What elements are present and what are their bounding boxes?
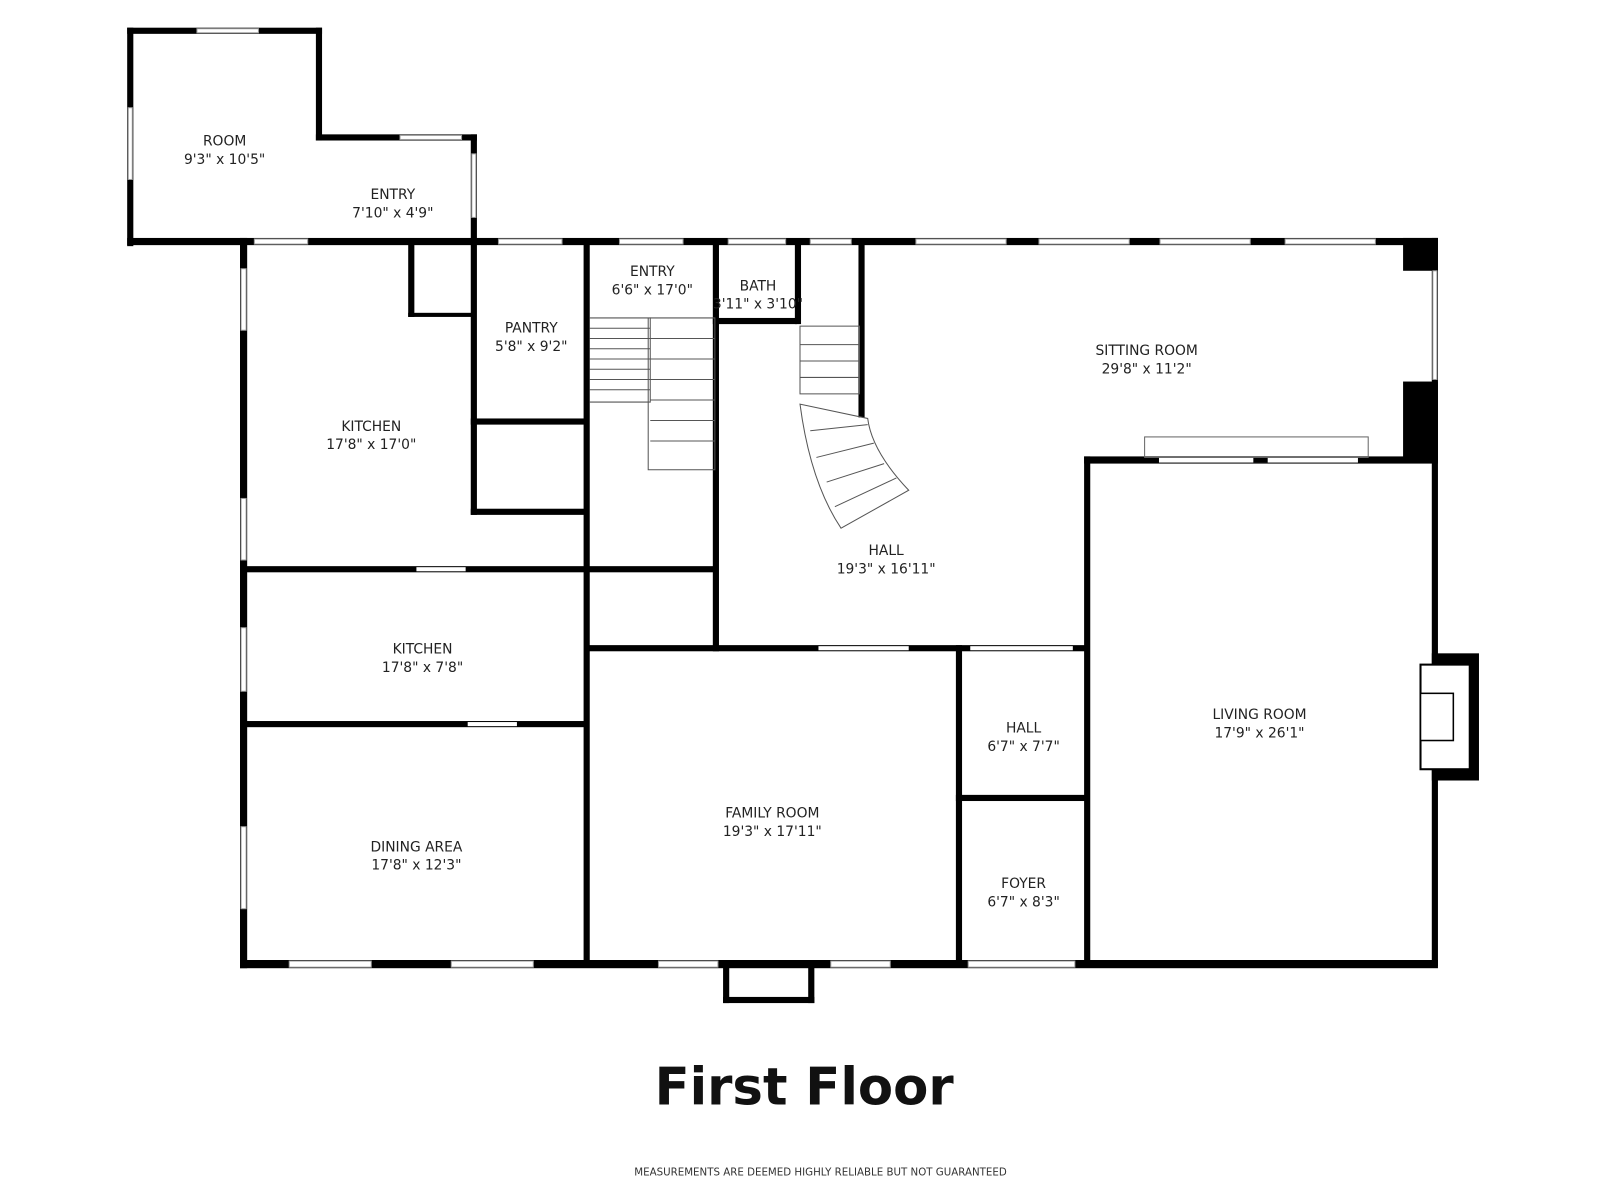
- room-size: 6'7" x 7'7": [987, 739, 1060, 755]
- room-name: BATH: [740, 278, 777, 294]
- room-size: 9'3" x 10'5": [184, 152, 265, 168]
- room-name: HALL: [1006, 720, 1042, 736]
- room-name: KITCHEN: [393, 641, 453, 657]
- room-size: 19'3" x 17'11": [723, 824, 822, 840]
- room-name: LIVING ROOM: [1212, 707, 1306, 723]
- floor-title: First Floor: [655, 1058, 955, 1118]
- room-size: 3'11" x 3'10": [713, 297, 803, 313]
- disclaimer: MEASUREMENTS ARE DEEMED HIGHLY RELIABLE …: [634, 1166, 1007, 1178]
- room-name: FOYER: [1001, 876, 1046, 892]
- room-name: FAMILY ROOM: [725, 805, 819, 821]
- room-name: ENTRY: [630, 264, 675, 280]
- room-size: 17'8" x 12'3": [371, 858, 461, 874]
- room-size: 5'8" x 9'2": [495, 339, 567, 355]
- room-size: 17'8" x 7'8": [382, 660, 463, 676]
- room-size: 29'8" x 11'2": [1102, 361, 1192, 377]
- stairs: [589, 317, 910, 529]
- room-name: KITCHEN: [341, 419, 401, 435]
- room-size: 17'9" x 26'1": [1214, 725, 1304, 741]
- room-name: ENTRY: [370, 187, 415, 203]
- room-size: 6'6" x 17'0": [612, 282, 693, 298]
- room-name: DINING AREA: [370, 839, 462, 855]
- walls: [127, 27, 1479, 1004]
- room-labels: ROOM 9'3" x 10'5" ENTRY 7'10" x 4'9" ENT…: [184, 134, 1307, 911]
- windows-and-openings: [127, 28, 1438, 968]
- room-name: SITTING ROOM: [1095, 343, 1197, 359]
- room-name: ROOM: [203, 134, 246, 150]
- room-name: HALL: [869, 543, 905, 559]
- room-name: PANTRY: [505, 320, 558, 336]
- room-size: 6'7" x 8'3": [987, 895, 1060, 911]
- room-size: 17'8" x 17'0": [326, 437, 416, 453]
- room-size: 19'3" x 16'11": [837, 561, 936, 577]
- room-size: 7'10" x 4'9": [352, 205, 433, 221]
